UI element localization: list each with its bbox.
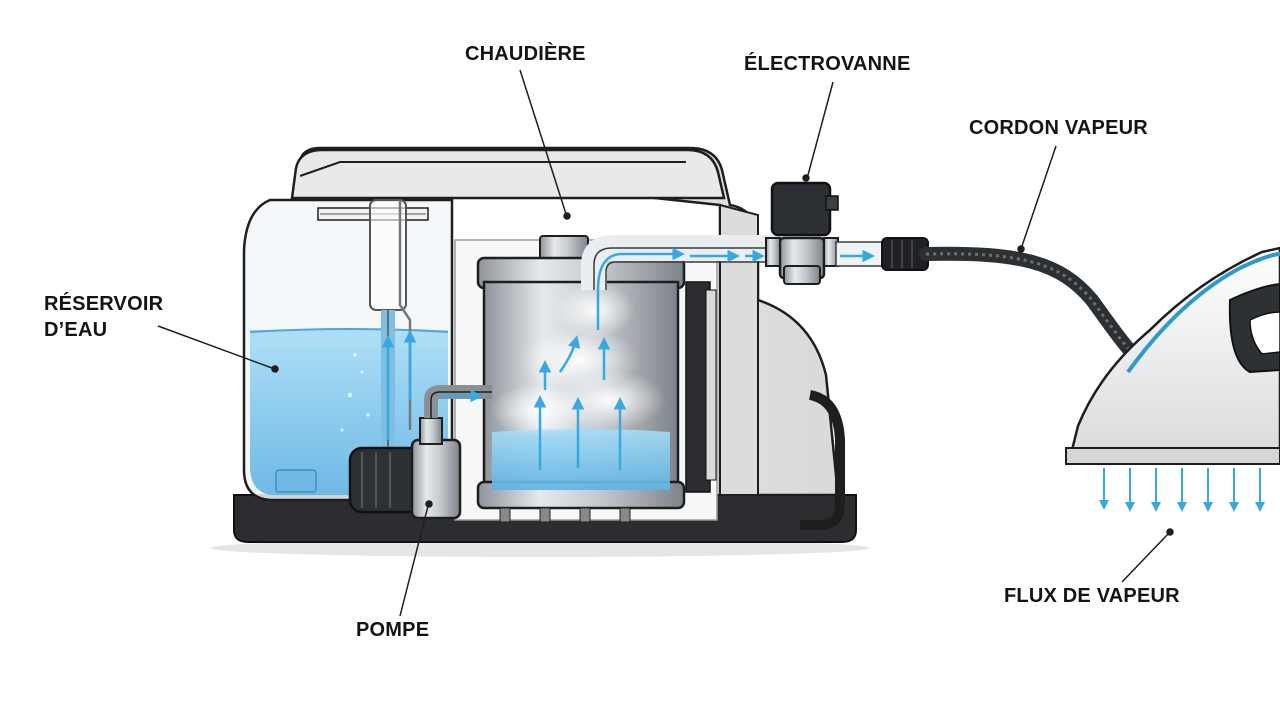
leader-lines (157, 69, 1174, 617)
boiler (476, 235, 717, 523)
label-water-tank-line2: D’EAU (44, 319, 108, 341)
label-solenoid-valve: ÉLECTROVANNE (744, 53, 911, 75)
label-steam-cord: CORDON VAPEUR (969, 117, 1148, 139)
label-steam-flow: FLUX DE VAPEUR (1004, 585, 1180, 607)
steam-flow-arrows (1099, 468, 1265, 512)
solenoid-valve (765, 181, 885, 285)
label-boiler: CHAUDIÈRE (465, 43, 586, 65)
pump (348, 385, 492, 520)
steam-outlet-pipe (581, 235, 780, 290)
iron (1065, 246, 1280, 465)
ground-shadow (210, 539, 870, 557)
flow-arrows (381, 247, 875, 470)
label-pump: POMPE (356, 619, 430, 641)
label-water-tank-line1: RÉSERVOIR (44, 293, 164, 315)
steam-cord (881, 237, 1147, 369)
